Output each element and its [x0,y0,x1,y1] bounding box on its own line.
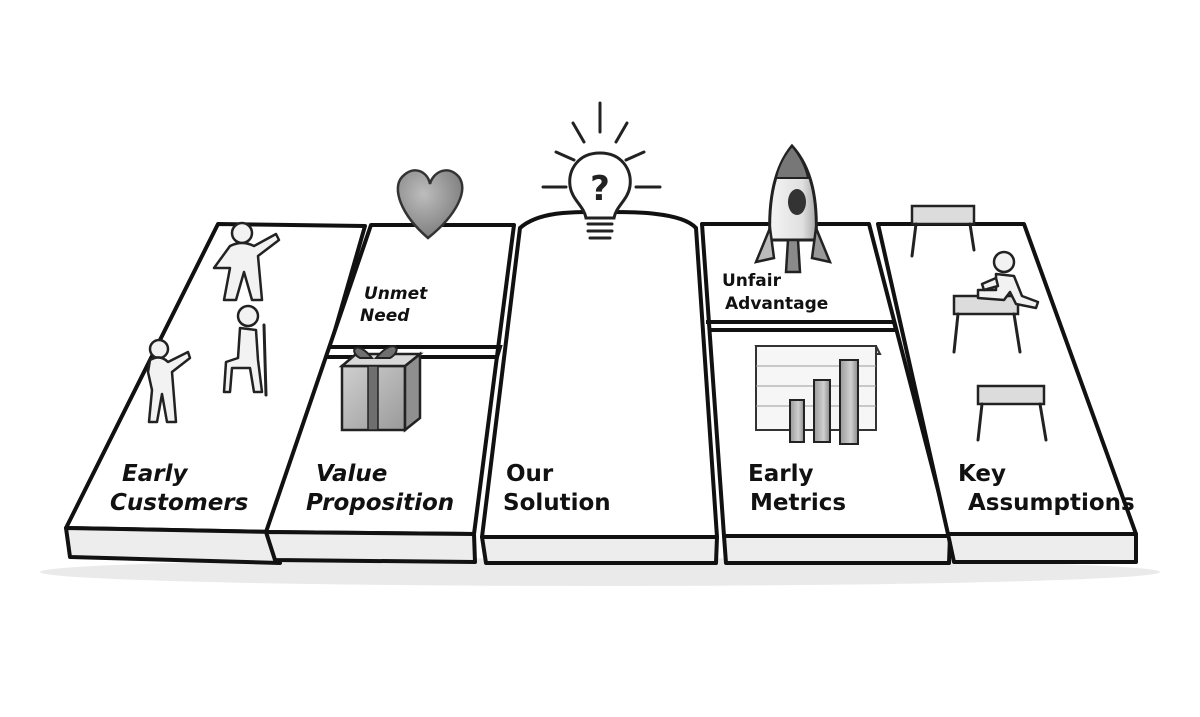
our-solution-front [480,535,719,565]
our-solution-label-line2: Solution [503,490,611,516]
early-customers-front [64,526,282,565]
early-customers-label-line1: Early [122,461,188,487]
block-value-proposition: Unmet Need Value Proposition [264,169,516,564]
value-proposition-label-line2: Proposition [306,490,454,516]
hurdles-runner-icon [910,204,1048,442]
unfair-advantage-divider [706,320,899,332]
people-figures-icon [146,221,281,424]
early-customers-label-line2: Customers [110,490,248,516]
block-early-metrics: Unfair Advantage Early Metrics [700,143,952,565]
bar-chart-icon [754,345,882,445]
block-key-assumptions: Key Assumptions [876,204,1138,564]
lightbulb-question-icon: ? [541,101,662,240]
our-solution-face [480,209,719,539]
unmet-need-label-line2: Need [360,306,410,326]
unfair-advantage-label-line2: Advantage [725,294,828,314]
unmet-need-label-line1: Unmet [364,284,428,304]
early-metrics-label-line2: Metrics [750,490,846,516]
value-proposition-front [264,530,477,564]
our-solution-label-line1: Our [506,461,554,487]
block-early-customers: Early Customers [64,221,367,565]
svg-text:?: ? [590,169,610,209]
unfair-advantage-label-line1: Unfair [722,271,782,291]
rocket-icon [753,143,833,274]
block-our-solution: ? Our Solution [480,101,719,565]
value-proposition-label-line1: Value [316,461,387,487]
key-assumptions-front [946,532,1138,564]
gift-box-icon [338,345,424,433]
early-metrics-label-line1: Early [748,461,813,487]
key-assumptions-label-line2: Assumptions [968,490,1135,516]
heart-icon [396,169,464,240]
key-assumptions-label-line1: Key [958,461,1006,487]
early-metrics-front [722,534,952,565]
